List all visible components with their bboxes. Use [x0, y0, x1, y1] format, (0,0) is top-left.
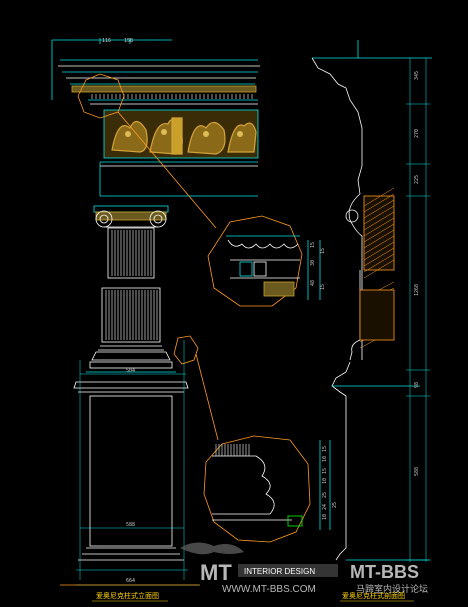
pedestal	[73, 381, 189, 561]
base-detail	[203, 435, 331, 543]
watermark-url: WWW.MT-BBS.COM	[222, 584, 316, 595]
detail2-dim-7: 10	[322, 514, 328, 520]
right-dim-1: 345	[414, 71, 420, 80]
hatch-line	[363, 211, 395, 231]
detail1-dim-4: 15	[320, 248, 326, 254]
detail2-dim-8: 25	[332, 502, 338, 508]
detail-leaders	[60, 73, 219, 586]
mid-dim-3: 664	[126, 578, 135, 584]
detail2-dim-5: 25	[322, 492, 328, 498]
hatch-line	[363, 193, 395, 213]
hatch-line	[363, 235, 395, 255]
frieze-relief	[103, 109, 259, 159]
section-caption: 爱奥尼克柱式剖面图	[342, 591, 405, 600]
top-dim-2: 158	[124, 38, 133, 44]
watermark-logo-right: MT-BBS	[350, 562, 419, 582]
lower-flutes	[105, 290, 158, 340]
dentil-row	[91, 94, 253, 99]
hatch-line	[363, 253, 395, 273]
hatch-line	[363, 229, 395, 249]
cornice-detail	[207, 215, 321, 307]
detail2-dim-2: 10	[322, 456, 328, 462]
detail2-dim-3: 15	[322, 468, 328, 474]
watermark: MT INTERIOR DESIGN WWW.MT-BBS.COM MT-BBS…	[180, 542, 428, 595]
detail1-dim-5: 15	[320, 284, 326, 290]
right-dim-2: 270	[414, 129, 420, 138]
detail2-dim-1: 15	[322, 446, 328, 452]
watermark-logo-left: MT	[200, 560, 232, 585]
right-dim-3: 225	[414, 175, 420, 184]
column-shaft-lower	[101, 287, 161, 343]
top-dim-1: 116	[102, 38, 111, 44]
watermark-forum-text: 马蹄室内设计论坛	[356, 583, 428, 594]
base-detail-flutes	[215, 444, 250, 456]
ionic-section-view	[311, 40, 432, 562]
ionic-capital	[93, 205, 169, 228]
mid-dim-1: 504	[126, 368, 135, 374]
hatch-line	[363, 187, 395, 207]
detail2-dim-4: 10	[322, 478, 328, 484]
hatch-line	[363, 205, 395, 225]
elevation-caption: 爱奥尼克柱式立面图	[96, 591, 159, 600]
hatch-line	[363, 199, 395, 219]
hatch-line	[363, 223, 395, 243]
watermark-badge: INTERIOR DESIGN	[244, 567, 315, 576]
detail1-dim-3: 48	[310, 280, 316, 286]
upper-flutes	[111, 230, 152, 276]
ionic-elevation-view	[51, 38, 260, 586]
hatch-line	[363, 247, 395, 267]
hatch-line	[363, 241, 395, 261]
right-dim-6: 588	[414, 467, 420, 476]
cornice	[58, 59, 260, 105]
right-dim-5: 98	[414, 382, 420, 388]
column-base	[86, 345, 176, 373]
hatch-line	[363, 259, 395, 279]
right-dim-4: 1268	[414, 284, 420, 296]
detail1-dim-1: 15	[310, 242, 316, 248]
horse-logo-icon	[180, 542, 244, 555]
column-shaft-upper	[107, 227, 155, 279]
mid-dim-2: 588	[126, 522, 135, 528]
detail2-dim-6: 24	[322, 504, 328, 510]
hatch-line	[363, 217, 395, 237]
detail1-dim-2: 30	[310, 260, 316, 266]
